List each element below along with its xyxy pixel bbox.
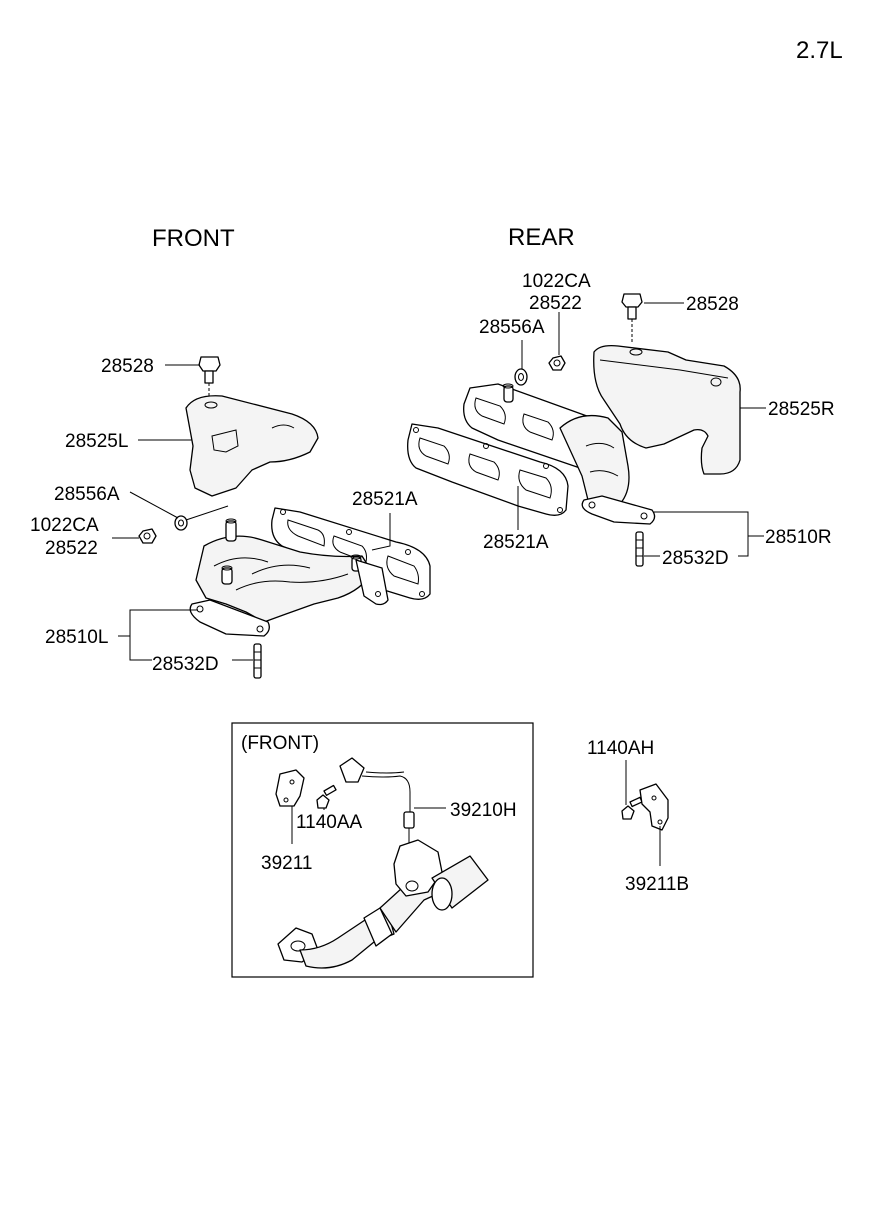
label-rear-heat-shield: 28525R bbox=[768, 399, 835, 420]
front-nut-part bbox=[138, 528, 157, 544]
rear-manifold-part bbox=[463, 383, 656, 525]
label-front-washer: 28556A bbox=[54, 484, 120, 505]
inset-leader-lines bbox=[291, 806, 446, 844]
label-side-bolt: 1140AH bbox=[587, 738, 654, 759]
front-bolt-part bbox=[198, 356, 221, 397]
label-front-nut-b: 28522 bbox=[45, 538, 98, 559]
front-leader-lines bbox=[112, 364, 391, 661]
inset-title: (FRONT) bbox=[241, 733, 319, 754]
rear-stud-part bbox=[635, 531, 644, 567]
label-inset-sensor: 39210H bbox=[450, 800, 517, 821]
label-rear-nut-a: 1022CA bbox=[522, 271, 591, 292]
label-side-bracket: 39211B bbox=[625, 874, 689, 895]
label-front-heat-shield: 28525L bbox=[65, 431, 128, 452]
label-front-manifold: 28510L bbox=[45, 627, 108, 648]
rear-section-title: REAR bbox=[508, 224, 575, 251]
inset-exhaust-pipe-part bbox=[277, 839, 489, 969]
front-gasket-part bbox=[271, 507, 431, 600]
front-heat-shield-part bbox=[185, 395, 319, 497]
rear-washer-part bbox=[514, 368, 528, 386]
front-manifold-part bbox=[189, 518, 389, 637]
label-inset-bracket: 39211 bbox=[261, 853, 312, 874]
engine-label: 2.7L bbox=[796, 37, 843, 64]
label-rear-stud: 28532D bbox=[662, 548, 729, 569]
inset-bracket-part bbox=[275, 769, 305, 807]
inset-bolt-part bbox=[316, 784, 337, 809]
front-washer-part bbox=[174, 515, 188, 531]
front-stud-part bbox=[253, 643, 262, 679]
label-rear-gasket: 28521A bbox=[483, 532, 549, 553]
side-leader-lines bbox=[625, 760, 661, 866]
side-bracket-part bbox=[639, 783, 669, 831]
label-front-stud: 28532D bbox=[152, 654, 219, 675]
label-rear-washer: 28556A bbox=[479, 317, 545, 338]
rear-heat-shield-part bbox=[593, 344, 741, 475]
label-front-gasket: 28521A bbox=[352, 489, 418, 510]
label-front-bolt: 28528 bbox=[101, 356, 154, 377]
rear-nut-part bbox=[548, 355, 566, 371]
side-bolt-part bbox=[621, 796, 643, 820]
label-inset-bolt: 1140AA bbox=[296, 812, 363, 833]
label-rear-nut-b: 28522 bbox=[529, 293, 582, 314]
inset-sensor-part bbox=[339, 757, 415, 886]
front-section-title: FRONT bbox=[152, 225, 235, 252]
label-front-nut-a: 1022CA bbox=[30, 515, 99, 536]
label-rear-manifold: 28510R bbox=[765, 527, 832, 548]
rear-gasket-part bbox=[407, 423, 569, 516]
inset-frame bbox=[231, 722, 534, 978]
label-rear-bolt: 28528 bbox=[686, 294, 739, 315]
rear-leader-lines bbox=[517, 302, 766, 557]
rear-bolt-part bbox=[621, 293, 643, 344]
